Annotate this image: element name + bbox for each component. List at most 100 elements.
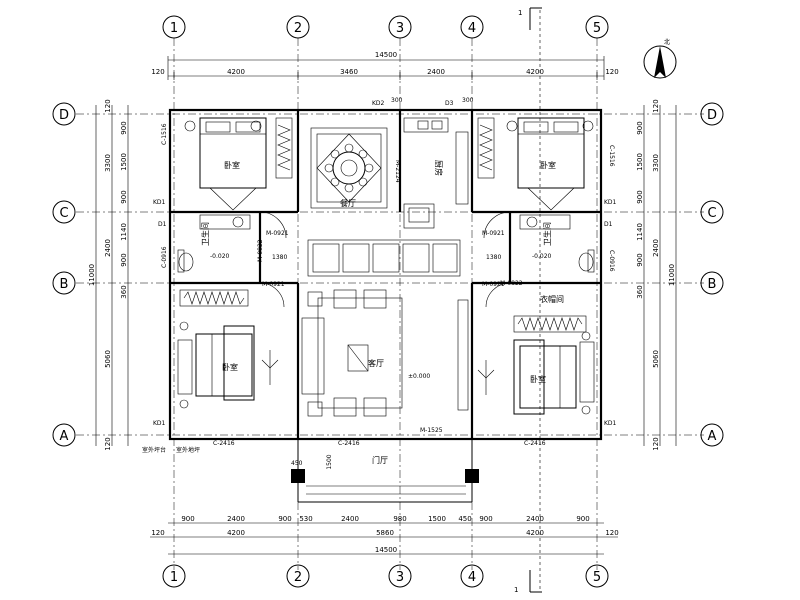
section-marks: 1 1	[514, 7, 542, 594]
left-inner-2: 900	[120, 190, 128, 203]
note-outdoor-2: 室外地坪	[176, 446, 200, 454]
door-d1-right: D1	[604, 221, 613, 228]
axis-bottom-5: 5	[593, 570, 601, 585]
window-c1516-right: C-1516	[608, 145, 615, 167]
door-m0921-b: M-0921	[482, 230, 505, 237]
bedroom-sw: 卧室 KD1 C-2416	[153, 289, 279, 447]
axis-top-5: 5	[593, 21, 601, 36]
bathroom-left: 卫生间 -0.020 C-0916 D1 KD1 M-0822	[153, 199, 287, 273]
right-inner-3: 1140	[636, 223, 644, 241]
door-kd1-left-bottom: KD1	[153, 420, 166, 427]
right-inner-2: 900	[636, 190, 644, 203]
bottom-row2-edge-right: 120	[605, 529, 618, 537]
note-outdoor-1: 室外坪台	[142, 446, 166, 454]
door-m0921-d: M-0921	[482, 281, 505, 288]
axis-left-B: B	[60, 277, 69, 292]
door-m0921-a: M-0921	[266, 230, 289, 237]
axis-bottom-4: 4	[468, 570, 476, 585]
corridor-dim-right: 1380	[486, 254, 501, 261]
right-inner-0: 900	[636, 121, 644, 134]
bottom-row2-2: 4200	[526, 529, 544, 537]
left-inner-3: 1140	[120, 223, 128, 241]
axis-bottom-3: 3	[396, 570, 404, 585]
porch-column: 450	[291, 460, 303, 467]
door-d3: D3	[445, 100, 454, 107]
axis-bottom-1: 1	[170, 570, 178, 585]
porch: 门厅 1500 450 室外坪台 室外地坪	[142, 439, 479, 503]
bottom-row1-5: 980	[393, 515, 406, 523]
window-c2416-left: C-2416	[213, 440, 235, 447]
right-edge-bottom: 120	[652, 437, 660, 450]
room-bedroom-ne: 卧室	[540, 160, 556, 170]
right-outer-1: 2400	[652, 239, 660, 257]
top-span-2: 3460	[340, 68, 358, 76]
bedroom-nw: 卧室 C-1516	[161, 117, 293, 211]
window-c1516-left: C-1516	[161, 123, 168, 145]
living-room: 客厅 ±0.000 C-2416 M-1525	[301, 289, 469, 447]
right-dimensions: 120 3300 2400 5060 11000 900 1500 900 11…	[636, 99, 677, 451]
corridor-dim-left: 1380	[272, 254, 287, 261]
bottom-row1-9: 2400	[526, 515, 544, 523]
bottom-row2-1: 5860	[376, 529, 394, 537]
door-kd1-right-bottom: KD1	[604, 420, 617, 427]
bottom-row1-4: 2400	[341, 515, 359, 523]
row-axis-right: D C B A	[700, 102, 724, 447]
column-axis-bottom: 1 2 3 4 5	[162, 564, 609, 588]
window-c2416-right: C-2416	[524, 440, 546, 447]
bottom-row1-3: 530	[299, 515, 312, 523]
door-d3-dim: 300	[462, 97, 474, 104]
room-bedroom-nw: 卧室	[224, 160, 240, 170]
window-c2416-mid: C-2416	[338, 440, 360, 447]
axis-left-A: A	[60, 429, 69, 444]
door-m1525: M-1525	[420, 427, 443, 434]
axis-right-D: D	[707, 108, 717, 123]
top-dimensions: 14500 120 4200 3460 2400 4200 120	[151, 51, 619, 80]
section-mark-bottom: 1	[514, 586, 518, 594]
bedroom-ne: 卧室 C-1516	[477, 117, 615, 211]
right-inner-5: 360	[636, 285, 644, 298]
left-outer-1: 2400	[104, 239, 112, 257]
room-bedroom-se: 卧室	[530, 374, 546, 384]
axis-right-A: A	[708, 429, 717, 444]
room-living: 客厅	[368, 358, 384, 368]
door-kd2: KD2	[372, 100, 385, 107]
bottom-row1-10: 900	[576, 515, 589, 523]
north-label: 北	[664, 38, 670, 46]
right-outer-0: 3300	[652, 154, 660, 172]
room-dining: 餐厅	[340, 199, 356, 208]
bottom-row1-7: 450	[458, 515, 471, 523]
door-m0921-c: M-0921	[262, 281, 285, 288]
top-edge-right: 120	[605, 68, 618, 76]
door-kd1-right-top: KD1	[604, 199, 617, 206]
window-c0916-left: C-0916	[161, 246, 168, 268]
left-outer-2: 5060	[104, 350, 112, 368]
bottom-row1-6: 1500	[428, 515, 446, 523]
room-cloak: 衣帽间	[540, 294, 564, 304]
kitchen-area: 厨房 M-2124 KD2 300 D3 300	[372, 97, 474, 229]
door-kd1-left-top: KD1	[153, 199, 166, 206]
wc-level-right: -0.020	[532, 253, 552, 260]
bedroom-se: 衣帽间 卧室 KD1 C-2416	[477, 294, 617, 447]
top-span-4: 4200	[526, 68, 544, 76]
axis-top-1: 1	[170, 21, 178, 36]
left-dimensions: 120 3300 2400 5060 11000 900 1500 900 11…	[88, 99, 129, 451]
axis-right-C: C	[707, 206, 716, 221]
right-outer-2: 5060	[652, 350, 660, 368]
bottom-total-dim: 14500	[375, 546, 397, 554]
top-span-3: 2400	[427, 68, 445, 76]
left-inner-4: 900	[120, 253, 128, 266]
axis-left-D: D	[59, 108, 69, 123]
bottom-row1-1: 2400	[227, 515, 245, 523]
right-inner-4: 900	[636, 253, 644, 266]
axis-right-B: B	[708, 277, 717, 292]
door-m2124: M-2124	[394, 160, 401, 183]
axis-top-2: 2	[294, 21, 302, 36]
living-level: ±0.000	[408, 373, 430, 380]
room-wc-left: 卫生间	[200, 222, 210, 246]
window-c0916-right: C-0916	[608, 250, 615, 272]
room-kitchen: 厨房	[434, 160, 444, 176]
north-arrow-icon: 北	[643, 38, 677, 79]
left-total: 11000	[88, 264, 96, 286]
door-m0822-right: M-0822	[500, 280, 523, 287]
